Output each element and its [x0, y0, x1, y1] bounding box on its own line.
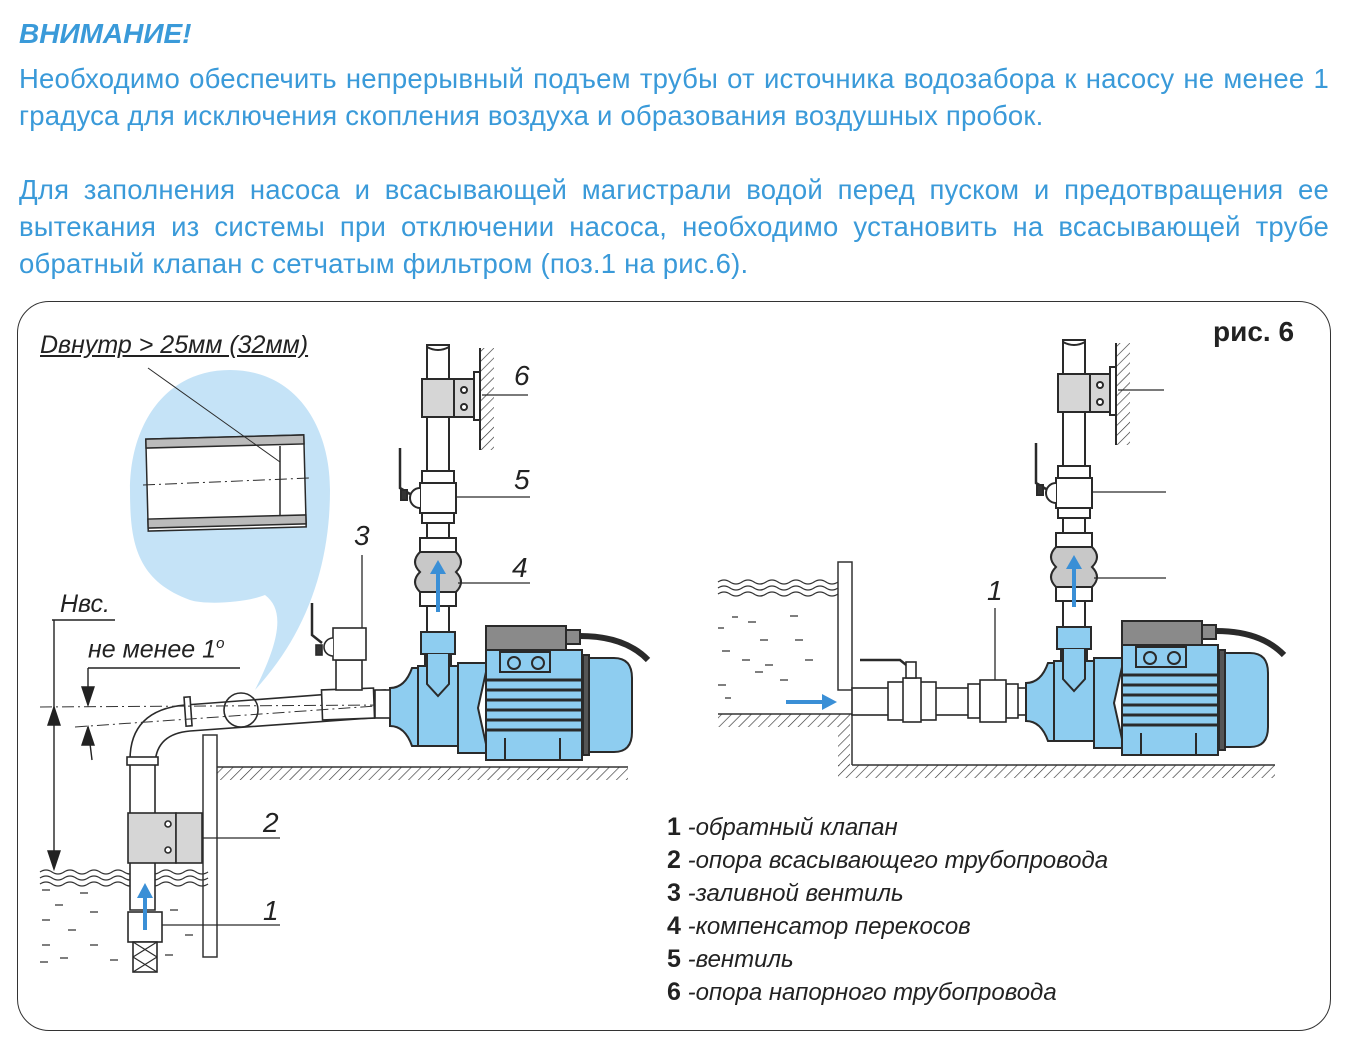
legend-item: 5 -вентиль [667, 945, 794, 973]
suction-height-label: Нвс. [60, 590, 110, 618]
slope-label: не менее 1o [88, 635, 225, 664]
height-dimension [47, 619, 240, 872]
left-installation [39, 345, 648, 973]
water-surface [39, 869, 209, 963]
warning-title: ВНИМАНИЕ! [19, 18, 192, 49]
legend-item: 3 -заливной вентиль [667, 879, 904, 907]
legend-item: 6 -опора напорного трубопровода [667, 978, 1057, 1006]
right-installation [717, 340, 1284, 778]
callout-1: 1 [263, 895, 279, 926]
warning-paragraph-slope: Необходимо обеспечить непрерывный подъем… [19, 63, 1329, 131]
figure-frame [17, 301, 1331, 1031]
legend-item: 1 -обратный клапан [667, 813, 898, 841]
callout-right-1: 1 [987, 575, 1003, 606]
legend-item: 2 -опора всасывающего трубопровода [667, 846, 1109, 874]
callout-2: 2 [263, 807, 279, 838]
warning-paragraph-check-valve: Для заполнения насоса и всасывающей маги… [19, 174, 1329, 279]
diameter-note: Dвнутр > 25мм (32мм) [40, 331, 309, 359]
callout-3: 3 [354, 520, 370, 551]
callout-6: 6 [514, 360, 530, 391]
legend-item: 4 -компенсатор перекосов [667, 912, 971, 940]
magnified-pipe [142, 367, 311, 532]
callout-4: 4 [512, 552, 528, 583]
callout-5: 5 [514, 464, 530, 495]
figure-label: рис. 6 [1213, 316, 1295, 347]
